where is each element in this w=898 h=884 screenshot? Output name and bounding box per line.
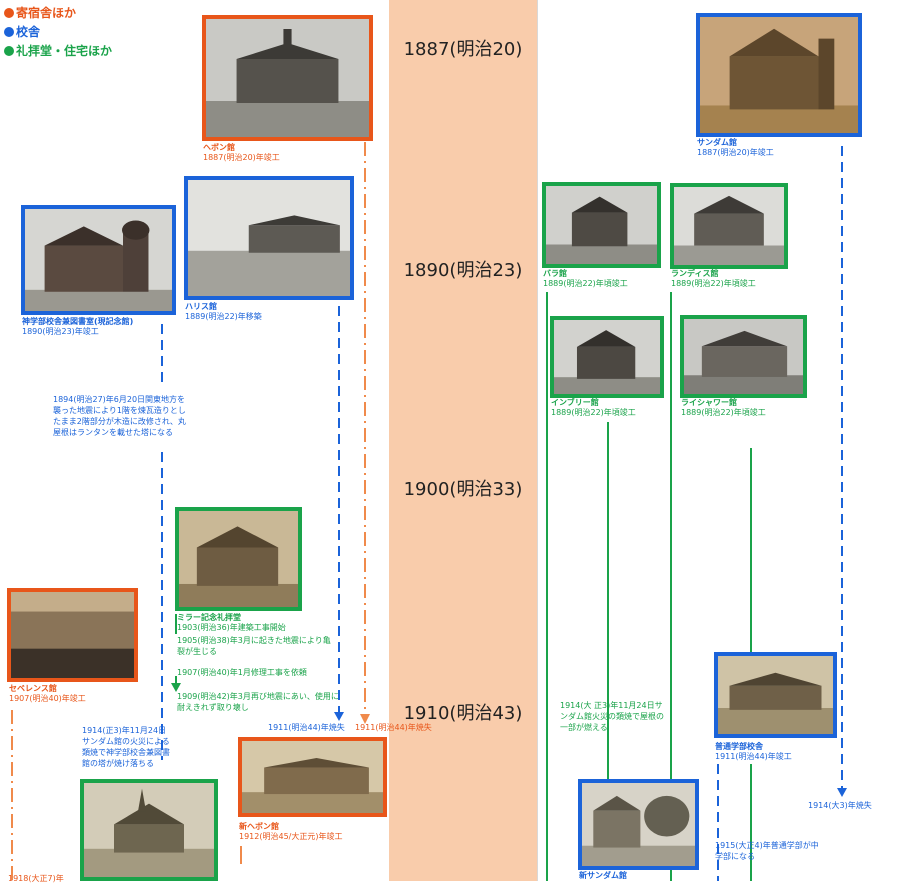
- severance-hall-photo: [7, 588, 138, 682]
- legend-dot-icon: [4, 8, 14, 18]
- new-sandam-hall-photo: [578, 779, 699, 870]
- note-miller-1907: 1907(明治40)年1月修理工事を依頼: [177, 668, 307, 677]
- new-hepburn-hall-photo: [238, 737, 387, 817]
- note-fire-1914-right: 1914(大 正3)年11月24日サンダム館火災の類焼で屋根の一部が燃える: [560, 701, 664, 732]
- hepburn-hall-photo: [202, 15, 373, 141]
- legend-dot-icon: [4, 46, 14, 56]
- legend-dot-icon: [4, 27, 14, 37]
- timeline-divider: [537, 0, 538, 881]
- legend-item-school: 校舎: [4, 23, 112, 42]
- note-earthquake-1894: 1894(明治27)年6月20日関東地方を襲った地震により1階を煉瓦造りとしたま…: [53, 395, 186, 437]
- year-label-1910: 1910(明治43): [403, 703, 523, 724]
- legend: 寄宿舎ほか 校舎 礼拝堂・住宅ほか: [4, 4, 112, 61]
- landis-hall-photo: [670, 183, 788, 269]
- new-sandam-hall-caption: 新サンダム館: [579, 871, 627, 880]
- timeline-band: [389, 0, 537, 881]
- harris-hall-photo: [184, 176, 354, 300]
- note-futsu-1915: 1915(大正4)年普通学部が中学部になる: [715, 841, 819, 861]
- shingakubu-building-photo: [21, 205, 176, 315]
- year-label-1887: 1887(明治20): [403, 39, 523, 60]
- legend-item-dormitory: 寄宿舎ほか: [4, 4, 112, 23]
- legend-item-chapel: 礼拝堂・住宅ほか: [4, 42, 112, 61]
- year-label-1890: 1890(明治23): [403, 260, 523, 281]
- note-hepburn-burn: 1911(明治44)年焼失: [355, 723, 432, 732]
- bara-hall-photo: [542, 182, 661, 268]
- note-miller-1905: 1905(明治38)年3月に起きた地震により亀裂が生じる: [177, 636, 331, 656]
- imbrie-hall-photo: [550, 316, 664, 398]
- year-label-1900: 1900(明治33): [403, 479, 523, 500]
- chapel-bottom-photo: [80, 779, 218, 881]
- note-fire-1914-left: 1914(正3)年11月24日サンダム館の火災による類焼で神学部校舎兼図書館の塔…: [82, 726, 170, 768]
- reischauer-hall-photo: [680, 315, 807, 398]
- sandam-hall-photo: [696, 13, 862, 137]
- futsu-building-photo: [714, 652, 837, 738]
- note-bottom-1918: 1918(大正7)年: [8, 874, 64, 883]
- note-miller-1909: 1909(明治42)年3月再び地震にあい、使用に耐えきれず取り壊し: [177, 692, 339, 712]
- note-sandam-burn: 1914(大3)年焼失: [808, 801, 872, 810]
- shingakubu-building-caption: 神学部校舎兼図書室(現記念館)1890(明治23)年竣工: [22, 317, 134, 336]
- note-harris-burn: 1911(明治44)年焼失: [268, 723, 345, 732]
- miller-chapel-photo: [175, 507, 302, 611]
